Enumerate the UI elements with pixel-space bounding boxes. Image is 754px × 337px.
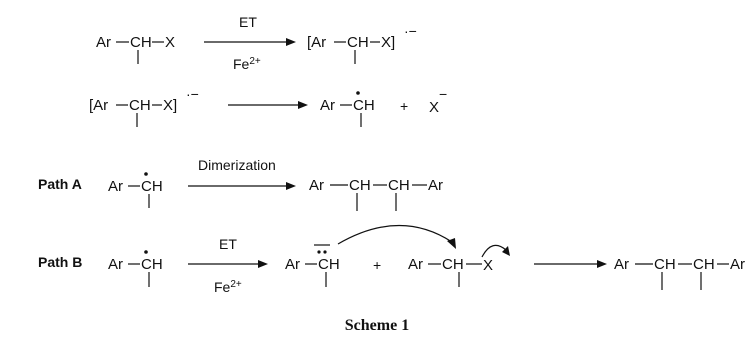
row2-radical: Ar CH bbox=[320, 91, 375, 127]
row1-product-ch: CH bbox=[347, 34, 369, 51]
path-b-reactant-ar: Ar bbox=[108, 256, 123, 273]
carbanion-ar: Ar bbox=[285, 256, 300, 273]
path-b-plus: + bbox=[373, 257, 381, 273]
path-a-reactant: Ar CH bbox=[108, 172, 163, 208]
dimer-ch-left: CH bbox=[654, 256, 676, 273]
dimer-ar-left: Ar bbox=[614, 256, 629, 273]
curved-arrow-head bbox=[502, 246, 510, 256]
path-a-reactant-ch: CH bbox=[141, 178, 163, 195]
carbanion-ch: CH bbox=[318, 256, 340, 273]
path-a-product: Ar CH CH Ar bbox=[309, 177, 443, 211]
path-a-arrow: Dimerization bbox=[188, 157, 296, 190]
row1-product-close: X] bbox=[381, 34, 395, 51]
radical-dot bbox=[144, 172, 148, 176]
row2-reactant-open: [Ar bbox=[89, 97, 108, 114]
path-a-arrow-label: Dimerization bbox=[198, 157, 276, 173]
row2-reactant-close: X] bbox=[163, 97, 177, 114]
path-b-substrate: Ar CH X bbox=[408, 256, 493, 287]
nucleophilic-attack-curved-arrow bbox=[337, 224, 453, 245]
row2-arrow bbox=[228, 101, 308, 109]
path-b-final-arrow bbox=[534, 260, 607, 268]
row1-reactant: Ar CH X bbox=[96, 34, 175, 64]
row1-product-open: [Ar bbox=[307, 34, 326, 51]
row1-arrow: ET Fe2+ bbox=[204, 14, 296, 72]
substrate-x: X bbox=[483, 257, 493, 274]
row1-reactant-ch: CH bbox=[130, 34, 152, 51]
row2-reactant: [Ar CH X] ·− bbox=[89, 86, 199, 127]
radical-dot bbox=[144, 250, 148, 254]
reaction-arrow-head bbox=[298, 101, 308, 109]
reaction-arrow-head bbox=[286, 38, 296, 46]
radical-dot bbox=[356, 91, 360, 95]
row2-radical-ar: Ar bbox=[320, 97, 335, 114]
dimer-ch-left: CH bbox=[349, 177, 371, 194]
curved-arrow-head bbox=[447, 238, 456, 249]
substrate-ch: CH bbox=[442, 256, 464, 273]
path-b-arrow-label: ET bbox=[219, 236, 237, 252]
path-b-reactant: Ar CH bbox=[108, 250, 163, 287]
path-a-label: Path A bbox=[38, 176, 82, 192]
dimer-ar-right: Ar bbox=[428, 177, 443, 194]
dimer-ch-right: CH bbox=[388, 177, 410, 194]
radical-anion-charge: ·− bbox=[186, 86, 199, 102]
dimer-ar-right: Ar bbox=[730, 256, 745, 273]
path-b-arrow: ET Fe2+ bbox=[188, 236, 268, 295]
scheme-caption: Scheme 1 bbox=[345, 317, 409, 334]
reaction-arrow-head bbox=[258, 260, 268, 268]
row2-reactant-ch: CH bbox=[129, 97, 151, 114]
lone-pair-dot bbox=[317, 250, 321, 254]
row2-halide-x: X bbox=[429, 99, 439, 116]
row2-radical-ch: CH bbox=[353, 97, 375, 114]
substrate-ar: Ar bbox=[408, 256, 423, 273]
anion-charge: − bbox=[439, 86, 447, 102]
radical-anion-charge: ·− bbox=[404, 23, 417, 39]
row1-reactant-x: X bbox=[165, 34, 175, 51]
path-b-label: Path B bbox=[38, 254, 82, 270]
path-b-arrow-reagent: Fe2+ bbox=[214, 279, 242, 296]
dimer-ch-right: CH bbox=[693, 256, 715, 273]
row1-arrow-reagent: Fe2+ bbox=[233, 56, 261, 73]
path-b-carbanion: Ar CH bbox=[285, 244, 340, 287]
row2-plus: + bbox=[400, 98, 408, 114]
leaving-group-curved-arrow bbox=[481, 244, 507, 258]
dimer-ar-left: Ar bbox=[309, 177, 324, 194]
lone-pair-dot bbox=[323, 250, 327, 254]
row1-reactant-ar: Ar bbox=[96, 34, 111, 51]
reaction-arrow-head bbox=[597, 260, 607, 268]
row1-arrow-label: ET bbox=[239, 14, 257, 30]
path-b-reactant-ch: CH bbox=[141, 256, 163, 273]
row1-product: [Ar CH X] ·− bbox=[307, 23, 417, 64]
reaction-arrow-head bbox=[286, 182, 296, 190]
path-a-reactant-ar: Ar bbox=[108, 178, 123, 195]
row2-halide: X − bbox=[429, 86, 447, 116]
path-b-product: Ar CH CH Ar bbox=[614, 256, 745, 290]
